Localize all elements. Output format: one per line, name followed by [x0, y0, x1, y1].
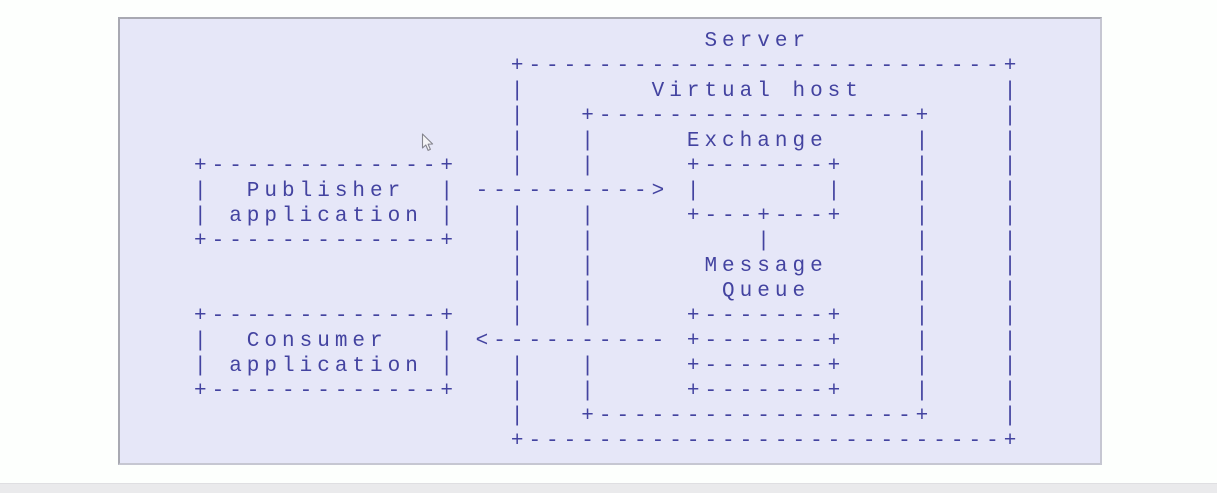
mouse-cursor-icon: [421, 133, 434, 151]
code-block-panel: Server +---------------------------+ | V…: [118, 17, 1102, 465]
ascii-diagram: Server +---------------------------+ | V…: [194, 30, 1022, 453]
bottom-edge-strip: [0, 483, 1217, 493]
